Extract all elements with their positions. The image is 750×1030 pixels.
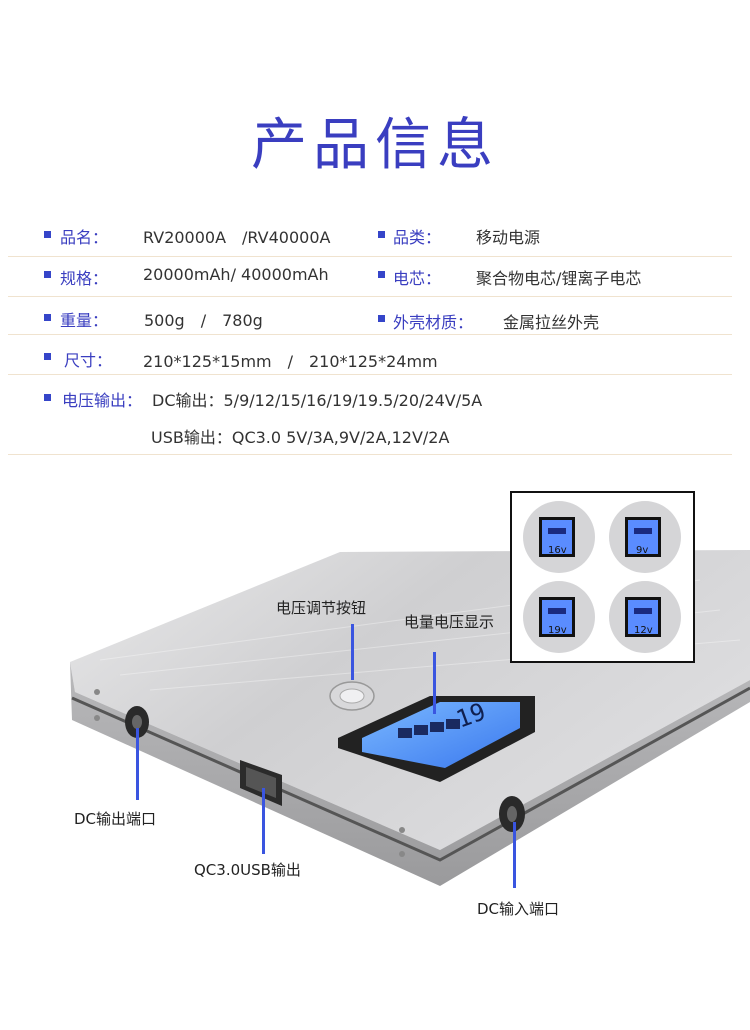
core-label: 电芯：	[393, 269, 442, 288]
bullet-icon	[44, 314, 51, 321]
inset-display-12v	[609, 581, 681, 653]
voltage-usb-value: USB输出：QC3.0 5V/3A,9V/2A,12V/2A	[151, 428, 450, 447]
dc-out-callout-label: DC输出端口	[74, 810, 157, 828]
spec-row-spec: 规格： 20000mAh/ 40000mAh 电芯： 聚合物电芯/锂离子电芯	[8, 256, 732, 297]
bullet-icon	[378, 231, 385, 238]
inset-reading-2: 9v	[636, 545, 648, 556]
bullet-icon	[44, 231, 51, 238]
spec-label: 规格：	[60, 269, 109, 288]
button-callout-label: 电压调节按钮	[276, 599, 367, 617]
core-value: 聚合物电芯/锂离子电芯	[476, 269, 642, 288]
spec-row-size: 尺寸： 210*125*15mm / 210*125*24mm	[8, 334, 732, 375]
device-front-edge	[70, 662, 750, 886]
dc-out-callout-line	[136, 728, 139, 800]
size-label: 尺寸：	[64, 351, 113, 370]
spec-row-name: 品名： RV20000A /RV40000A 品类： 移动电源	[8, 216, 732, 257]
lcd-screen	[362, 702, 520, 768]
voltage-dc-value: DC输出：5/9/12/15/16/19/19.5/20/24V/5A	[152, 391, 483, 410]
weight-value: 500g / 780g	[144, 311, 263, 330]
inset-display-16v	[523, 501, 595, 573]
dc-in-callout-line	[513, 822, 516, 888]
category-value: 移动电源	[476, 228, 541, 247]
bullet-icon	[44, 353, 51, 360]
spec-row-voltage: 电压输出： DC输出：5/9/12/15/16/19/19.5/20/24V/5…	[8, 374, 732, 455]
inset-reading-3: 19v	[548, 625, 567, 636]
usb-callout-label: QC3.0USB输出	[194, 861, 301, 879]
voltage-label: 电压输出：	[62, 391, 143, 410]
shell-value: 金属拉丝外壳	[503, 313, 600, 332]
name-value: RV20000A /RV40000A	[143, 228, 331, 247]
inset-reading-4: 12v	[634, 625, 653, 636]
category-label: 品类：	[393, 228, 442, 247]
display-callout-label: 电量电压显示	[404, 613, 495, 631]
spec-row-weight: 重量： 500g / 780g 外壳材质： 金属拉丝外壳	[8, 296, 732, 335]
button-callout-line	[351, 624, 354, 680]
bullet-icon	[378, 271, 385, 278]
inset-reading-1: 16v	[548, 545, 567, 556]
bullet-icon	[44, 271, 51, 278]
voltage-inset-panel: 16v 9v 19v 12v	[510, 491, 695, 663]
dc-in-callout-label: DC输入端口	[477, 900, 560, 918]
page-title: 产品信息	[251, 113, 499, 178]
inset-display-19v	[523, 581, 595, 653]
weight-label: 重量：	[60, 311, 109, 330]
name-label: 品名：	[60, 228, 109, 247]
inset-display-9v	[609, 501, 681, 573]
bullet-icon	[44, 394, 51, 401]
shell-label: 外壳材质：	[393, 313, 474, 332]
usb-callout-line	[262, 788, 265, 854]
display-callout-line	[433, 652, 436, 714]
bullet-icon	[378, 315, 385, 322]
size-value: 210*125*15mm / 210*125*24mm	[143, 352, 438, 371]
spec-value: 20000mAh/ 40000mAh	[143, 265, 329, 284]
